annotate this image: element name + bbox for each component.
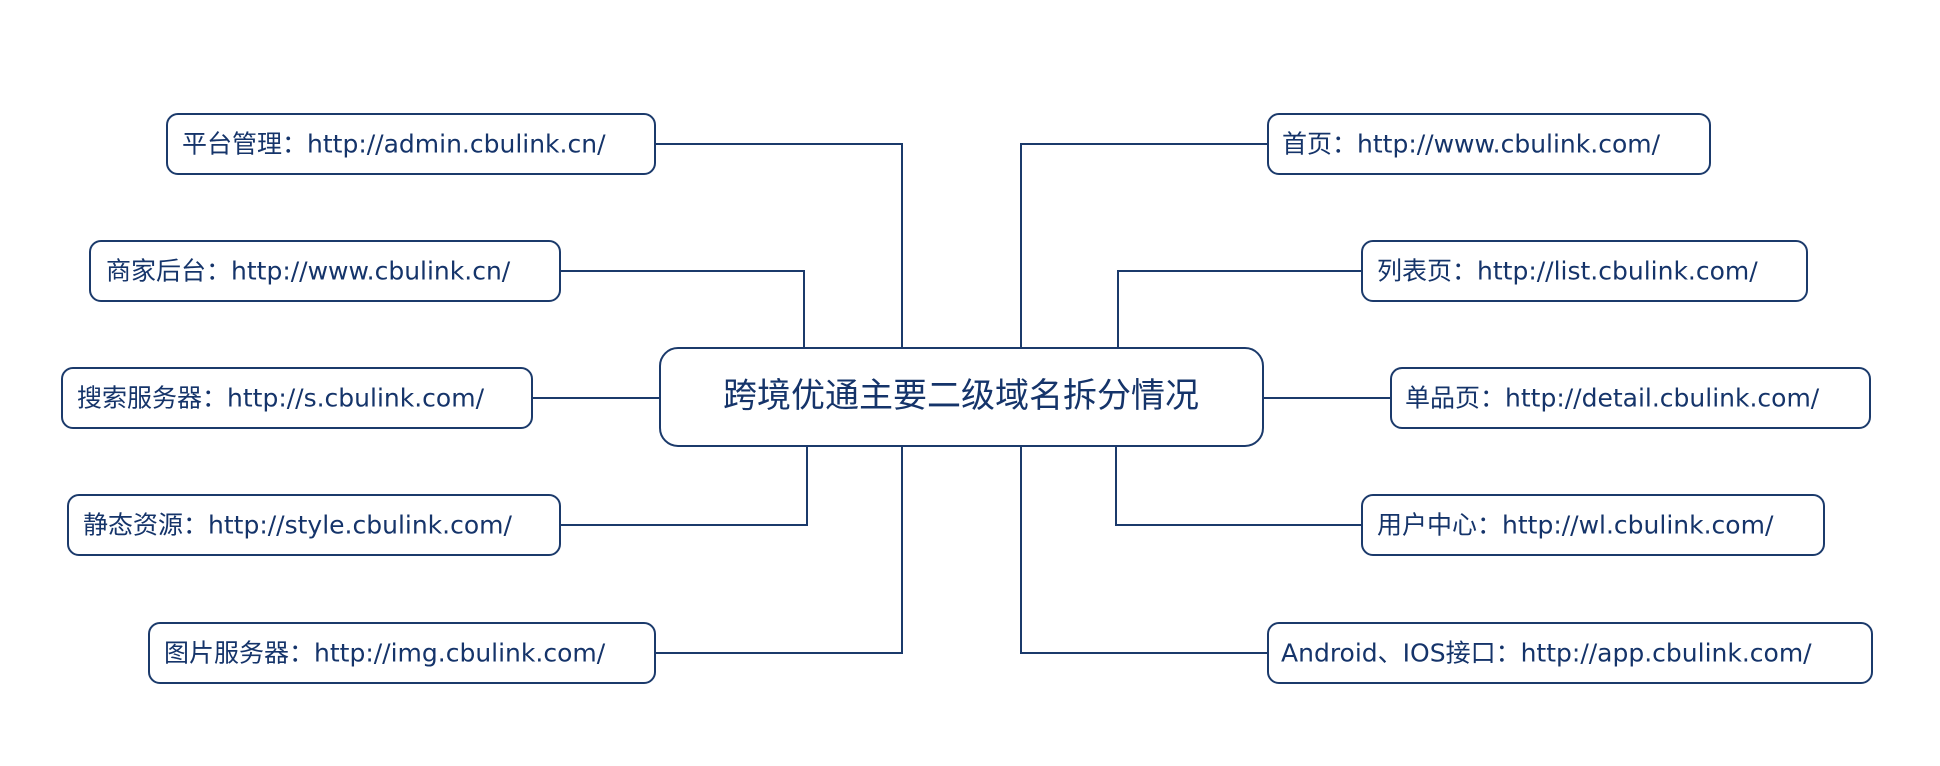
node-static-resources: 静态资源：http://style.cbulink.com/ <box>67 494 561 556</box>
node-box <box>1267 113 1711 175</box>
center-node: 跨境优通主要二级域名拆分情况 <box>659 347 1264 447</box>
node-box <box>61 367 533 429</box>
node-home-page: 首页：http://www.cbulink.com/ <box>1267 113 1711 175</box>
node-box <box>89 240 561 302</box>
node-list-page: 列表页：http://list.cbulink.com/ <box>1361 240 1808 302</box>
connector-right-4 <box>1020 446 1268 654</box>
node-box <box>1267 622 1873 684</box>
node-label: 图片服务器：http://img.cbulink.com/ <box>164 639 606 668</box>
connector-left-0 <box>655 143 903 348</box>
node-label: 列表页：http://list.cbulink.com/ <box>1377 257 1758 286</box>
node-image-server: 图片服务器：http://img.cbulink.com/ <box>148 622 656 684</box>
node-platform-admin: 平台管理：http://admin.cbulink.cn/ <box>166 113 656 175</box>
left-branch-nodes: 平台管理：http://admin.cbulink.cn/ 商家后台：http:… <box>61 113 656 684</box>
node-box <box>148 622 656 684</box>
node-merchant-backend: 商家后台：http://www.cbulink.cn/ <box>89 240 561 302</box>
center-node-label: 跨境优通主要二级域名拆分情况 <box>723 376 1199 416</box>
node-box <box>1390 367 1871 429</box>
node-label: 单品页：http://detail.cbulink.com/ <box>1405 384 1820 413</box>
node-label: 首页：http://www.cbulink.com/ <box>1282 130 1661 159</box>
node-detail-page: 单品页：http://detail.cbulink.com/ <box>1390 367 1871 429</box>
connector-lines <box>532 143 1391 654</box>
center-node-box <box>659 347 1264 447</box>
node-label: Android、IOS接口：http://app.cbulink.com/ <box>1281 639 1812 668</box>
node-label: 平台管理：http://admin.cbulink.cn/ <box>182 130 606 159</box>
node-search-server: 搜索服务器：http://s.cbulink.com/ <box>61 367 533 429</box>
node-app-api: Android、IOS接口：http://app.cbulink.com/ <box>1267 622 1873 684</box>
node-box <box>1361 240 1808 302</box>
connector-left-3 <box>560 446 808 526</box>
right-branch-nodes: 首页：http://www.cbulink.com/ 列表页：http://li… <box>1267 113 1873 684</box>
node-label: 静态资源：http://style.cbulink.com/ <box>83 511 512 540</box>
node-label: 商家后台：http://www.cbulink.cn/ <box>106 257 511 286</box>
node-user-center: 用户中心：http://wl.cbulink.com/ <box>1361 494 1825 556</box>
connector-right-1 <box>1117 270 1362 348</box>
connector-right-0 <box>1020 143 1268 348</box>
connector-left-1 <box>560 270 805 348</box>
connector-right-3 <box>1115 446 1362 526</box>
node-box <box>67 494 561 556</box>
node-box <box>1361 494 1825 556</box>
connector-left-4 <box>655 446 903 654</box>
node-label: 搜索服务器：http://s.cbulink.com/ <box>77 384 485 413</box>
node-label: 用户中心：http://wl.cbulink.com/ <box>1377 511 1774 540</box>
node-box <box>166 113 656 175</box>
